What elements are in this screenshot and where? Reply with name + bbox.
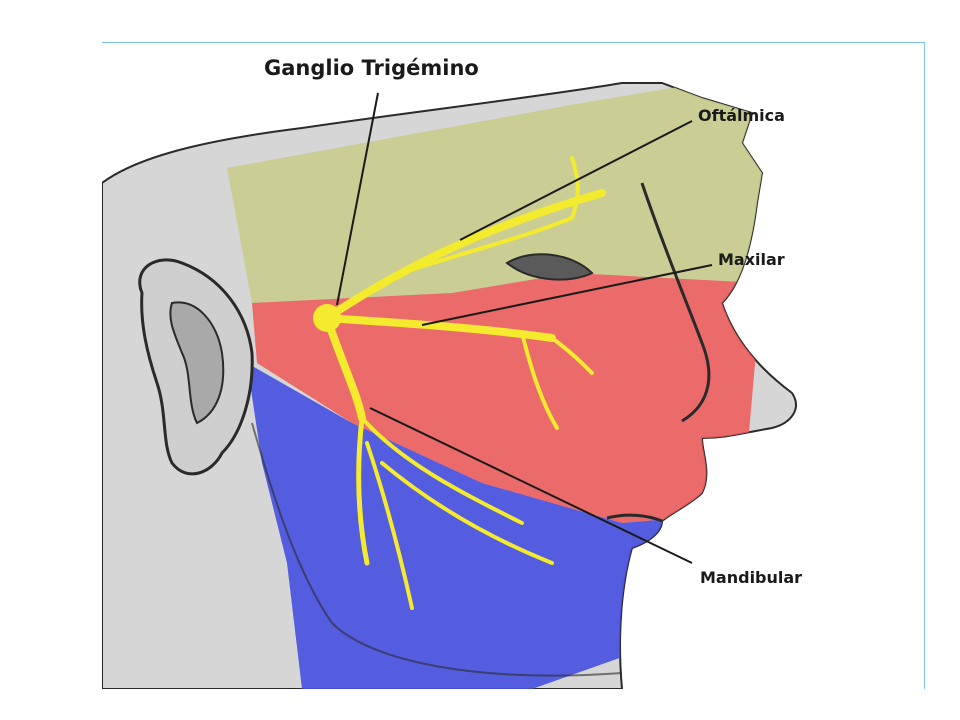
trigeminal-nerves xyxy=(313,156,606,610)
face-illustration xyxy=(102,82,797,689)
nose-outline xyxy=(640,182,711,423)
ophthalmic-region xyxy=(227,83,762,303)
ear-inner xyxy=(169,301,225,425)
diagram-title: Ganglio Trigémino xyxy=(264,56,479,80)
diagram-frame xyxy=(102,42,925,689)
label-mandibular: Mandibular xyxy=(700,568,803,587)
label-ophthalmic: Oftálmica xyxy=(698,106,785,125)
mouth-outline xyxy=(606,513,663,523)
mandibular-region xyxy=(247,363,742,689)
leader-lines xyxy=(336,92,713,564)
jaw-outline xyxy=(251,422,623,677)
maxillary-region xyxy=(252,273,762,523)
label-maxillary: Maxilar xyxy=(718,250,785,269)
eye-outline xyxy=(505,253,594,281)
